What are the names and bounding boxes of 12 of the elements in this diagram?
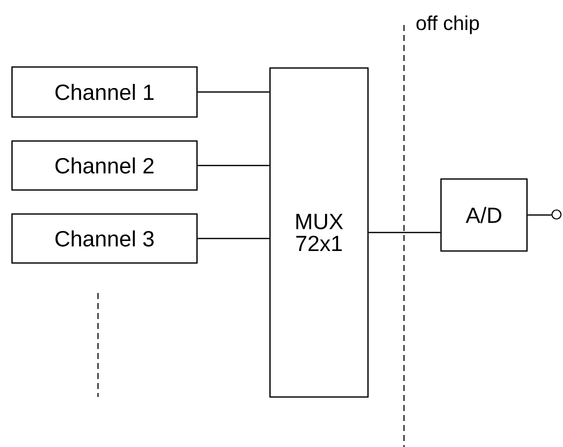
terminal-circle (551, 209, 562, 220)
connector-line (198, 91, 270, 93)
mux-box: MUX 72x1 (269, 67, 369, 398)
region-label: off chip (416, 16, 479, 34)
connector-line (528, 214, 552, 216)
channel-box: Channel 3 (11, 213, 198, 264)
converter-box: A/D (440, 178, 528, 252)
connector-line (198, 164, 270, 166)
channel-box: Channel 1 (11, 66, 198, 118)
channel-box: Channel 2 (11, 140, 198, 191)
connector-line (368, 232, 440, 234)
connector-line (198, 238, 270, 240)
